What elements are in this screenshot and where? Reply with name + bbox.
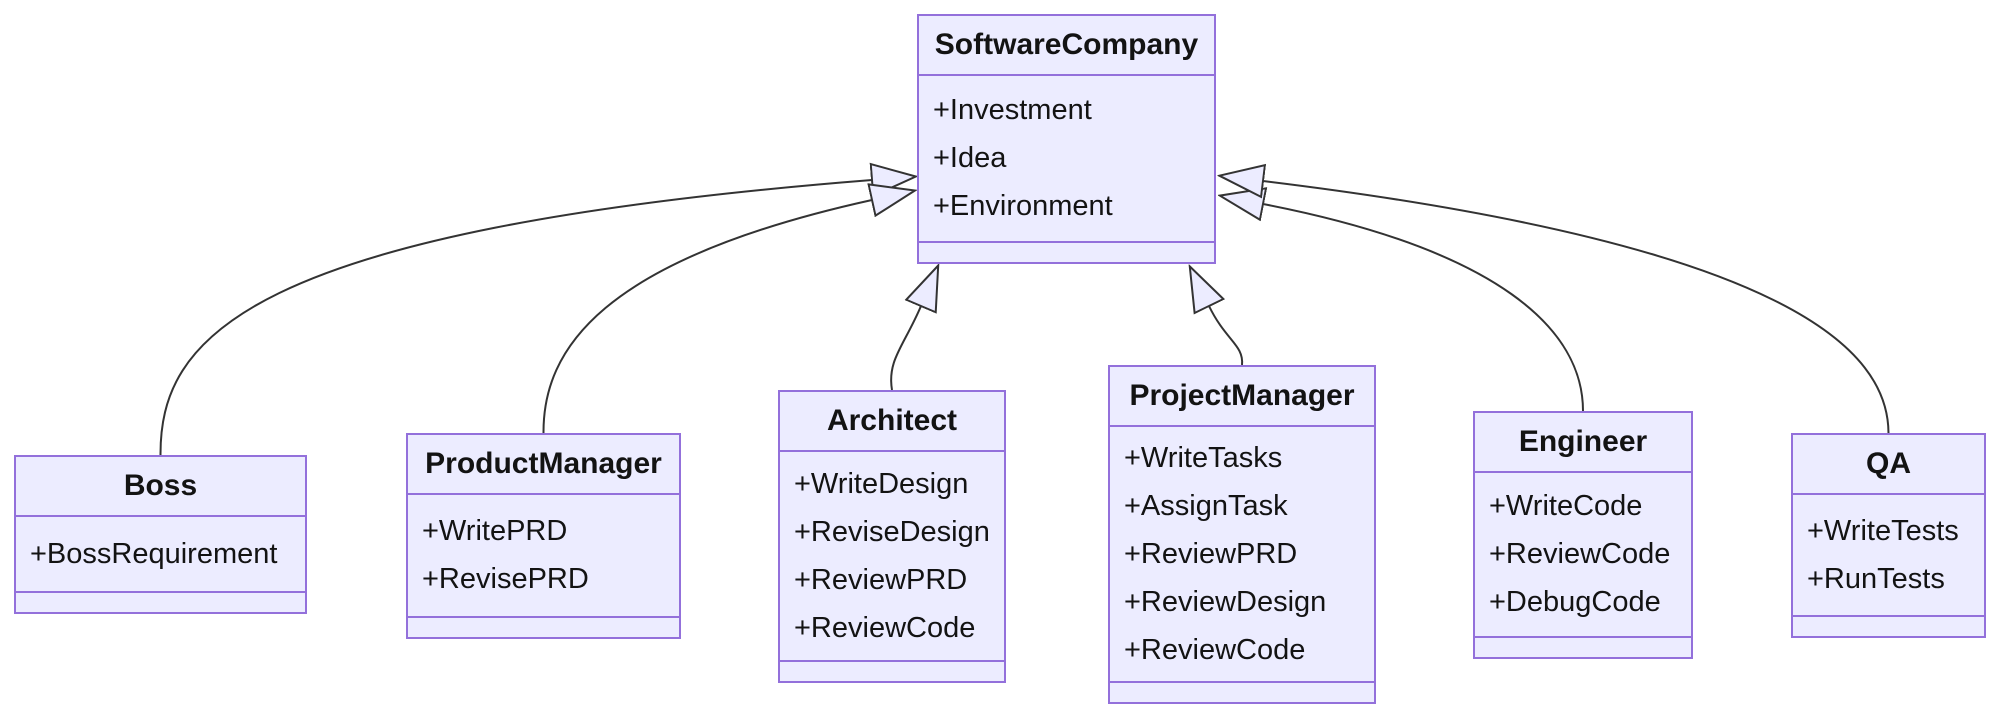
class-member: +WriteCode bbox=[1489, 490, 1643, 522]
class-node-QA: QA +WriteTests +RunTests bbox=[1791, 433, 1986, 638]
inheritance-edge-QA-to-SoftwareCompany bbox=[1263, 181, 1890, 434]
class-title: Boss bbox=[16, 457, 305, 517]
class-member: +AssignTask bbox=[1124, 489, 1288, 522]
class-member: +ReviewPRD bbox=[794, 563, 968, 596]
inheritance-edge-ProjectManager-to-SoftwareCompany bbox=[1209, 306, 1244, 366]
class-title: SoftwareCompany bbox=[919, 16, 1214, 76]
class-title: QA bbox=[1793, 435, 1984, 495]
class-member: +WriteTests bbox=[1807, 514, 1959, 547]
class-members: +WriteTasks +AssignTask +ReviewPRD +ReviewD… bbox=[1110, 427, 1374, 681]
class-node-ProjectManager: ProjectManager +WriteTasks +AssignTask +Re… bbox=[1108, 365, 1376, 704]
class-member: +Idea bbox=[933, 142, 1007, 174]
inheritance-edge-ProductManager-to-SoftwareCompany bbox=[542, 200, 872, 434]
class-member: +Investment bbox=[933, 94, 1092, 126]
class-title: Engineer bbox=[1475, 413, 1691, 473]
inheritance-edge-Architect-to-SoftwareCompany bbox=[890, 306, 921, 391]
class-member: +ReviseDesign bbox=[794, 515, 990, 548]
class-methods-section bbox=[919, 241, 1214, 262]
class-title: Architect bbox=[780, 392, 1004, 452]
class-member: +WriteTasks bbox=[1124, 441, 1283, 474]
class-methods-section bbox=[1475, 636, 1691, 657]
class-node-Architect: Architect +WriteDesign +ReviseDesign +Revi… bbox=[778, 390, 1006, 683]
class-member: +DebugCode bbox=[1489, 586, 1661, 618]
class-members: +BossRequirement bbox=[16, 517, 305, 591]
class-methods-section bbox=[1110, 681, 1374, 702]
class-members: +WriteCode +ReviewCode +DebugCode bbox=[1475, 473, 1691, 636]
class-node-Engineer: Engineer +WriteCode +ReviewCode +DebugCode bbox=[1473, 411, 1693, 659]
class-members: +WritePRD +RevisePRD bbox=[408, 495, 679, 616]
class-member: +Environment bbox=[933, 190, 1113, 222]
class-member: +ReviewCode bbox=[1124, 633, 1306, 666]
class-member: +BossRequirement bbox=[30, 537, 278, 570]
class-members: +Investment +Idea +Environment bbox=[919, 76, 1214, 241]
inheritance-edge-Engineer-to-SoftwareCompany bbox=[1263, 204, 1584, 412]
class-members: +WriteTests +RunTests bbox=[1793, 495, 1984, 615]
class-member: +WritePRD bbox=[422, 515, 568, 547]
class-node-SoftwareCompany: SoftwareCompany +Investment +Idea +Environ… bbox=[917, 14, 1216, 264]
class-node-Boss: Boss +BossRequirement bbox=[14, 455, 307, 614]
class-methods-section bbox=[408, 616, 679, 637]
class-member: +ReviewCode bbox=[1489, 538, 1671, 570]
class-member: +RunTests bbox=[1807, 562, 1945, 595]
class-member: +RevisePRD bbox=[422, 563, 589, 595]
class-methods-section bbox=[16, 591, 305, 612]
class-members: +WriteDesign +ReviseDesign +ReviewPRD +Revi… bbox=[780, 452, 1004, 660]
class-member: +ReviewDesign bbox=[1124, 585, 1327, 618]
inheritance-edge-Boss-to-SoftwareCompany bbox=[159, 180, 872, 456]
class-member: +ReviewCode bbox=[794, 611, 976, 644]
class-title: ProjectManager bbox=[1110, 367, 1374, 427]
class-methods-section bbox=[780, 660, 1004, 681]
class-member: +WriteDesign bbox=[794, 467, 969, 500]
class-node-ProductManager: ProductManager +WritePRD +RevisePRD bbox=[406, 433, 681, 639]
class-member: +ReviewPRD bbox=[1124, 537, 1298, 570]
class-methods-section bbox=[1793, 615, 1984, 636]
class-title: ProductManager bbox=[408, 435, 679, 495]
